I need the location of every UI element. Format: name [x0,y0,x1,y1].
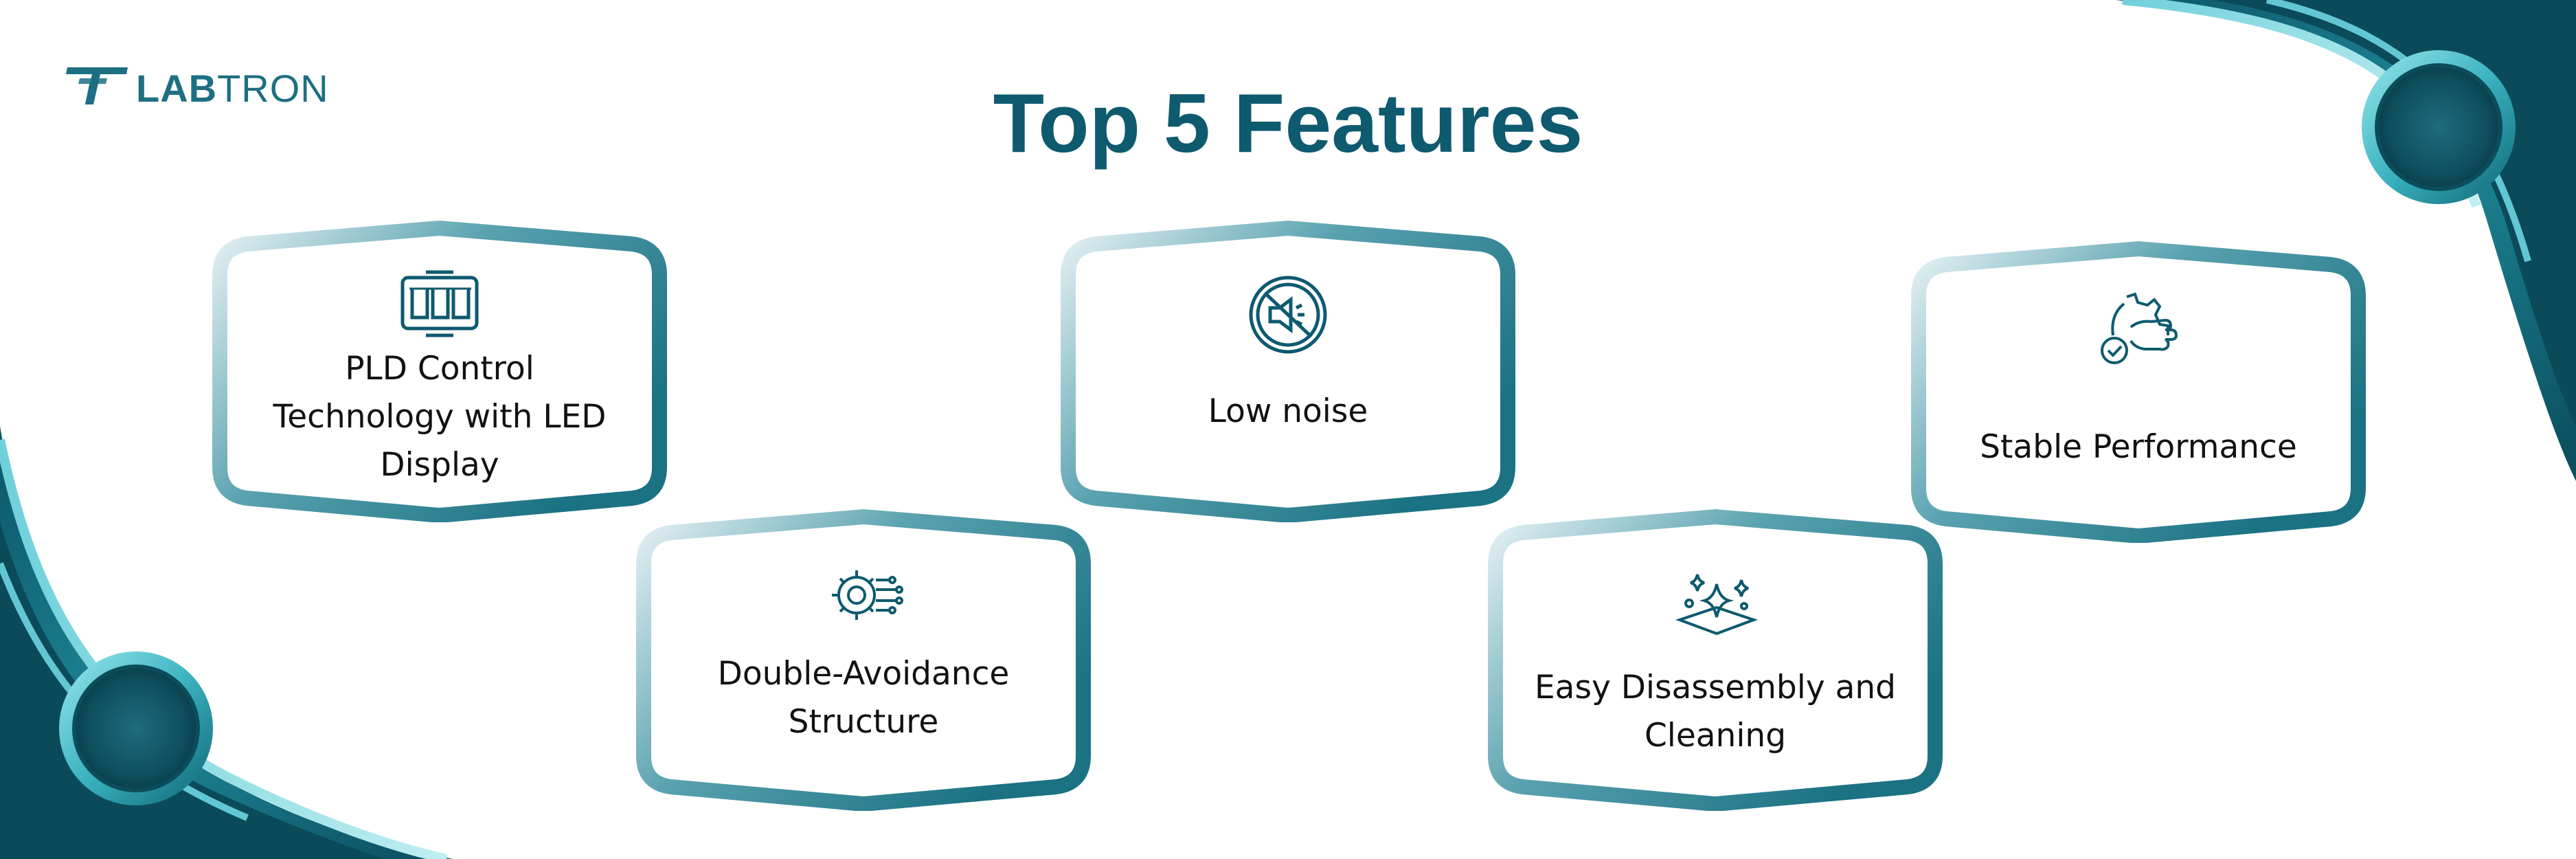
feature-label: Low noise [1096,388,1480,436]
feature-label: Double-Avoidance Structure [671,650,1056,746]
gear-hand-check-icon [2101,292,2178,364]
card-frame [1061,220,1515,522]
feature-card-stable-performance: Stable Performance [1905,241,2372,543]
led-display-icon [400,270,479,337]
top-right-orb [2362,50,2516,204]
card-frame [636,509,1091,811]
card-frame [212,220,667,522]
feature-card-easy-disassembly: Easy Disassembly and Cleaning [1482,509,1949,811]
feature-label-line: Low noise [1208,392,1368,430]
feature-label: PLD Control Technology with LED Display [247,345,632,489]
gear-circuit-icon [832,570,903,620]
labtron-logo: LABTRON [65,60,353,115]
bottom-left-orb [59,651,213,805]
logo-wordmark: LABTRON [136,66,329,111]
feature-label-line: PLD Control [345,350,534,388]
feature-label-line: Display [380,446,499,484]
feature-label-line: Stable Performance [1980,428,2297,466]
logo-text-strong: LAB [136,67,218,110]
feature-card-double-avoidance: Double-Avoidance Structure [630,509,1097,811]
feature-label: Stable Performance [1946,423,2331,471]
feature-label: Easy Disassembly and Cleaning [1523,664,1908,760]
feature-label-line: Easy Disassembly and [1534,669,1897,706]
logo-text-light: TRON [217,67,329,110]
card-frame [1911,241,2366,543]
logo-mark-icon [66,67,128,104]
feature-label-line: Double-Avoidance [717,655,1010,693]
card-frame [1488,509,1943,811]
feature-label-line: Structure [788,703,939,741]
feature-card-low-noise: Low noise [1054,220,1522,522]
feature-label-line: Cleaning [1644,717,1787,755]
feature-label-line: Technology with LED [273,398,607,436]
mute-speaker-icon [1249,276,1327,354]
page-title: Top 5 Features [993,76,1583,170]
feature-card-pld-control: PLD Control Technology with LED Display [206,220,673,522]
sparkle-clean-icon [1675,574,1759,636]
